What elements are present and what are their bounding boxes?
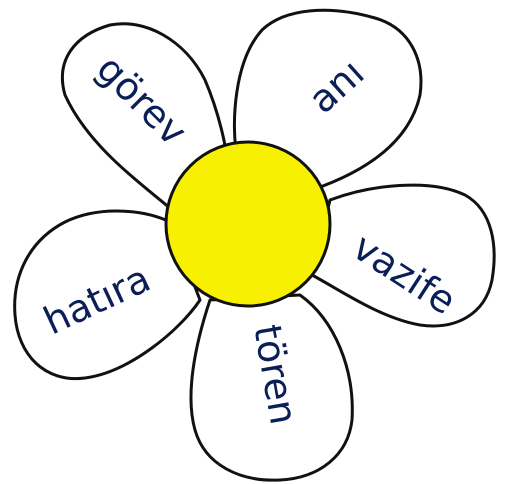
flower-center [166,142,330,306]
